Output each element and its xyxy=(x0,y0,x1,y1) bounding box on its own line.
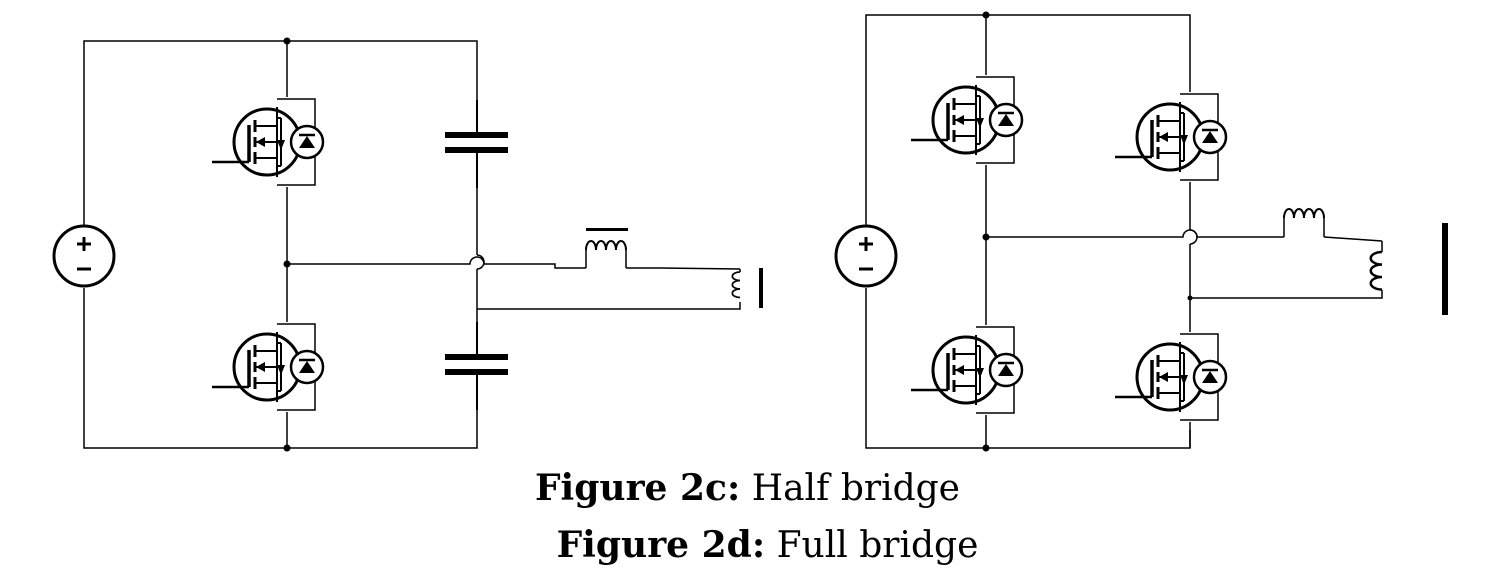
fb-voltage-source xyxy=(834,224,898,288)
fb-inductor xyxy=(1283,208,1325,237)
hb-coil-core xyxy=(759,268,763,308)
hb-mosfet-high xyxy=(210,97,325,187)
hb-mosfet-low xyxy=(210,322,325,412)
fb-coil-core xyxy=(1442,223,1448,315)
fb-mosfet-top-left xyxy=(909,75,1024,165)
fb-mosfet-bottom-left xyxy=(909,325,1024,415)
hb-bottom-rail xyxy=(83,288,478,449)
caption-label: Figure 2d: xyxy=(556,524,766,566)
hb-top-rail xyxy=(83,40,478,225)
hb-midpoint-wire xyxy=(287,256,586,269)
fb-coil-load xyxy=(1369,250,1384,291)
caption-text: Half bridge xyxy=(751,468,960,509)
hb-inductor xyxy=(585,228,628,268)
half-bridge-diagram xyxy=(83,40,741,449)
hb-coil-load xyxy=(731,271,741,299)
fb-midpoint-wire xyxy=(986,229,1284,238)
figure-caption-2c: Figure 2c: Half bridge xyxy=(0,470,1495,507)
hb-voltage-source xyxy=(52,224,116,288)
full-bridge-diagram xyxy=(865,14,1383,449)
caption-label: Figure 2c: xyxy=(534,467,741,509)
hb-junction-dots xyxy=(283,37,291,452)
fb-junction-dots xyxy=(982,11,1193,452)
fb-mosfet-top-right xyxy=(1113,92,1228,182)
fb-mosfet-bottom-right xyxy=(1113,332,1228,422)
fb-top-rail xyxy=(865,14,1191,225)
hb-capacitor-bottom xyxy=(445,322,508,410)
figure-caption-2d: Figure 2d: Full bridge xyxy=(0,527,1495,564)
hb-capacitor-top xyxy=(445,100,508,188)
caption-text: Full bridge xyxy=(776,525,979,566)
fb-bottom-rail xyxy=(865,288,1191,449)
